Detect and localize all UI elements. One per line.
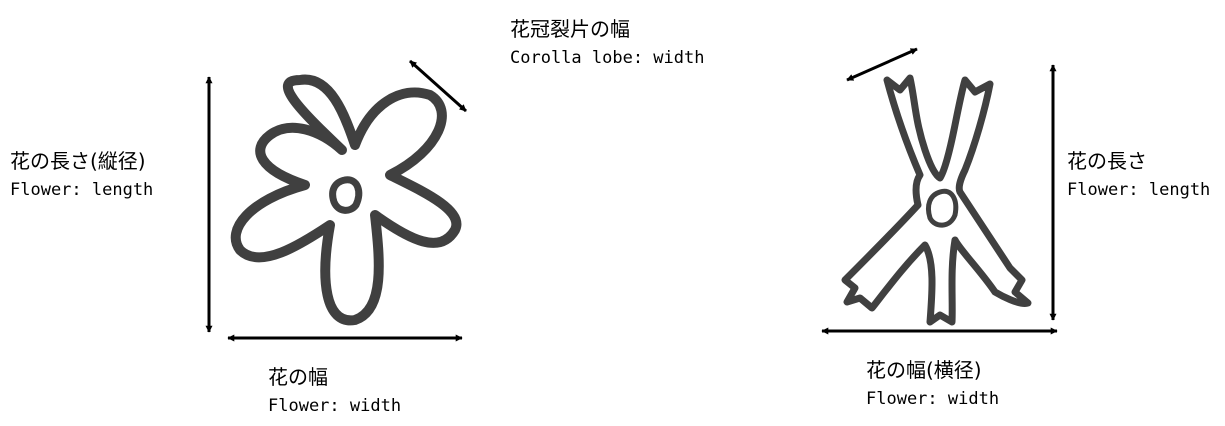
right-flower-width-en: Flower: width [866,389,1000,409]
corolla-lobe-width-en: Corolla lobe: width [510,48,705,68]
right-flower-width-jp: 花の幅(横径) [866,358,982,382]
corolla-lobe-width-label: 花冠裂片の幅 Corolla lobe: width [510,14,704,71]
flower-center-right [925,188,959,228]
x-shaped-flower-outline [841,74,1032,326]
left-flower-width-en: Flower: width [268,396,402,416]
right-lobe-width-arrow [846,47,918,82]
right-flower-length-jp: 花の長さ [1067,149,1147,173]
left-flower-width-jp: 花の幅 [268,365,328,389]
five-lobed-flower-outline [230,74,462,326]
left-flower-width-label: 花の幅 Flower: width [268,362,401,419]
corolla-lobe-width-jp: 花冠裂片の幅 [510,17,630,41]
right-flower-width-label: 花の幅(横径) Flower: width [866,355,999,412]
flower-center-left [329,176,363,214]
left-flower-length-en: Flower: length [10,180,154,200]
left-flower-length-label: 花の長さ(縦径) Flower: length [10,146,153,203]
left-flower-length-jp: 花の長さ(縦径) [10,149,146,173]
right-flower-length-en: Flower: length [1067,180,1211,200]
right-flower-length-label: 花の長さ Flower: length [1067,146,1210,203]
corolla-lobe-width-arrow [409,59,467,113]
